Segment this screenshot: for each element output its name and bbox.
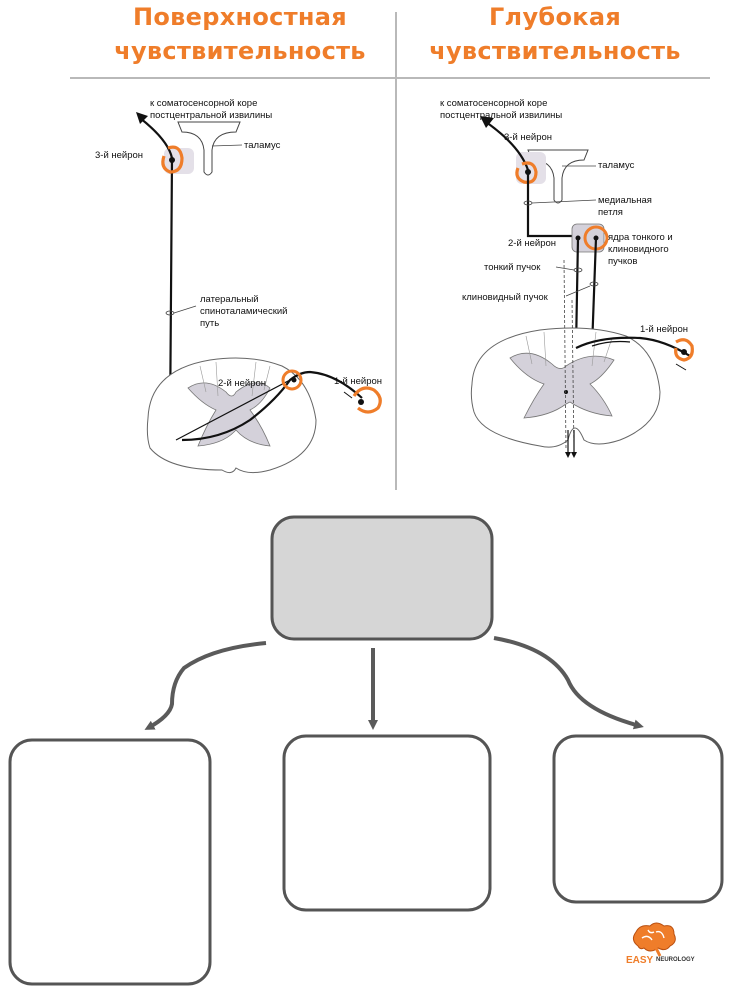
left-thalamus-pointer [211,144,243,147]
left-tract-pointer [173,305,197,314]
right-thalamus-shape [527,149,589,204]
brain-icon: EASY NEUROLOGY [626,922,695,966]
right-central-canal [564,390,568,394]
right-grey-matter [509,352,615,419]
right-neuron2-label: 2-й нейрон [508,238,556,249]
top-box[interactable] [270,515,494,641]
right-output-arrowheads [565,452,577,458]
left-neuron2-dot [291,377,297,383]
right-cuneate-label: клиновидный пучок [462,292,549,303]
logo-word-neurology: NEUROLOGY [656,957,695,963]
right-lemniscus-pointer [531,199,597,204]
right-cuneate-marker [589,281,599,287]
right-cuneate-pointer [565,285,591,297]
right-output-arrows [567,430,575,456]
right-cortex-arrowhead [480,116,494,128]
right-answer-box[interactable] [552,734,724,904]
left-tract-label-1: латеральный [200,294,259,305]
right-cord-lines [525,331,613,367]
easy-neurology-logo: EASY NEUROLOGY [620,920,724,966]
left-cortex-arrowhead [136,112,148,124]
right-cortex-label-1: к соматосенсорной коре [440,98,547,109]
right-nuclei-label-2: клиновидного [608,244,669,255]
left-cortex-label-1: к соматосенсорной коре [150,98,257,109]
arrow-left [144,641,267,730]
pathway-diagrams: к соматосенсорной коре постцентральной и… [70,12,710,490]
left-input-arrow [343,391,353,399]
right-cortex-label-2: постцентральной извилины [440,110,562,121]
left-cross-fiber [175,379,291,441]
right-cortex-arrow [485,121,530,171]
right-thalamus-label: таламус [598,160,635,171]
right-dashed-fibers [563,259,575,451]
right-afferent-fiber [575,336,691,357]
left-neuron1-circle [352,386,382,414]
left-thalamus-label: таламус [244,140,281,151]
left-answer-box[interactable] [8,738,212,986]
right-lemniscus-label-1: медиальная [598,195,652,206]
right-afferent-fiber-2 [591,340,631,347]
left-neuron2-label: 2-й нейрон [218,378,266,389]
left-cortex-label-2: постцентральной извилины [150,110,272,121]
left-neuron3-label: 3-й нейрон [95,150,143,161]
right-neuron3-circle [515,161,538,184]
left-cord-lines [199,361,271,397]
right-gracile-pointer [555,266,575,271]
left-neuron1-label: 1-й нейрон [334,376,382,387]
flowchart [8,515,724,986]
left-tract-label-2: спиноталамический [200,306,287,317]
left-grey-matter [187,382,271,447]
arrow-right [493,636,644,730]
right-input-arrow [675,363,687,371]
right-neuron1-label: 1-й нейрон [640,324,688,335]
left-diagram: к соматосенсорной коре постцентральной и… [95,98,382,474]
right-diagram: к соматосенсорной коре постцентральной и… [440,98,694,458]
right-neuron3-label: 3-й нейрон [504,132,552,143]
right-neuron1-circle [674,338,694,362]
right-gracile-label: тонкий пучок [484,262,541,273]
left-cortex-arrow [139,117,174,159]
center-answer-box[interactable] [282,734,492,912]
left-tract-label-3: путь [200,318,219,329]
right-lemniscus-label-2: петля [598,207,623,218]
logo-word-easy: EASY [626,955,654,966]
left-thalamus-shape [177,121,241,176]
left-neuron2-circle [281,369,303,391]
left-neuron3-dot [169,157,175,163]
right-nuclei-label-3: пучков [608,256,637,267]
left-neuron3-circle [161,145,184,174]
left-title: Поверхностная чувствительность [114,3,366,65]
right-title: Глубокая чувствительность [429,3,681,65]
left-neuron1-dot [358,399,364,405]
right-neuron1-dot [681,349,687,355]
right-nuclei-label-1: ядра тонкого и [608,232,673,243]
